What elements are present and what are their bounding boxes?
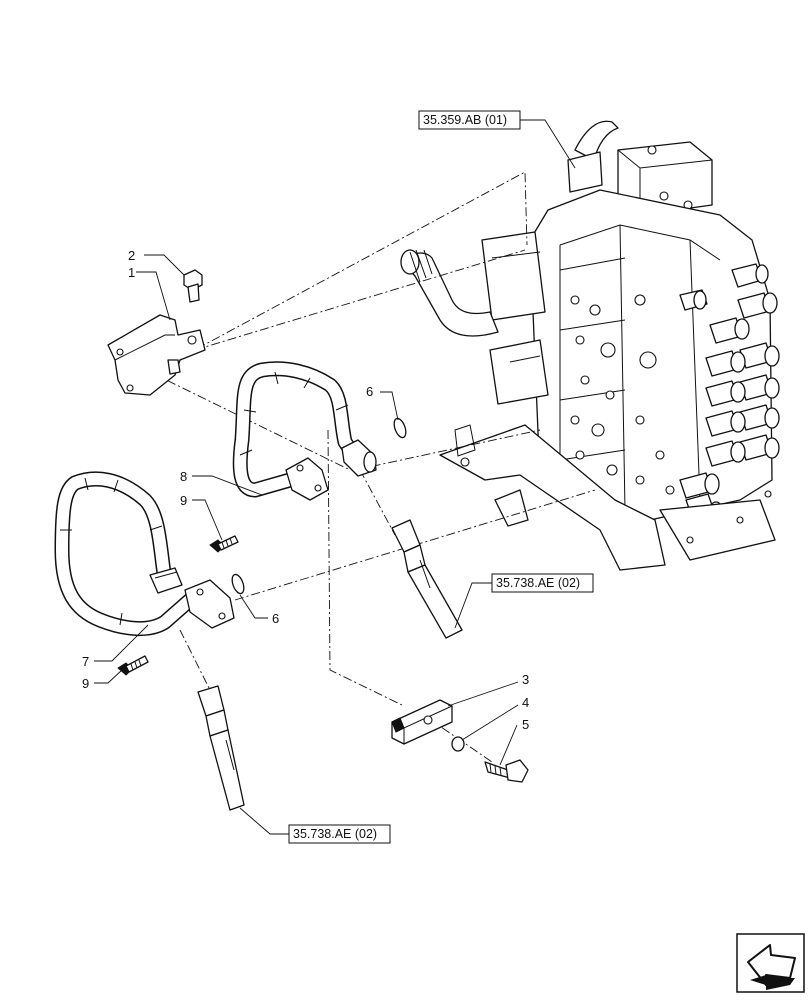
callout-1: 1 xyxy=(128,265,135,280)
callout-4: 4 xyxy=(522,695,529,710)
callout-7: 7 xyxy=(82,654,89,669)
callout-9-lower: 9 xyxy=(82,676,89,691)
pipe-part-8 xyxy=(232,361,377,501)
callout-9-upper: 9 xyxy=(180,493,187,508)
reference-label-top: 35.359.AB (01) xyxy=(423,113,507,127)
bolt-part-5 xyxy=(484,759,529,783)
valve-face-holes xyxy=(570,294,675,495)
o-ring-lower-part-6 xyxy=(231,573,245,595)
hose-end-right xyxy=(391,519,463,639)
o-ring-upper-part-6 xyxy=(393,417,407,439)
reference-box-top[interactable]: 35.359.AB (01) xyxy=(418,110,521,130)
hose-end-left xyxy=(197,685,245,811)
screw-lower-part-9 xyxy=(117,655,149,676)
callout-2: 2 xyxy=(128,248,135,263)
callout-labels: 2 1 6 8 9 6 7 9 3 4 5 xyxy=(82,248,529,732)
control-valve-assembly xyxy=(400,120,780,571)
leader-lines xyxy=(94,119,576,835)
bolt-part-2 xyxy=(183,269,203,303)
callout-5: 5 xyxy=(522,717,529,732)
reference-label-right: 35.738.AE (02) xyxy=(496,576,580,590)
clamp-part-3 xyxy=(391,699,453,745)
pipe-part-7 xyxy=(54,471,235,637)
washer-part-4 xyxy=(451,736,465,752)
callout-6-upper: 6 xyxy=(366,384,373,399)
reference-box-right[interactable]: 35.738.AE (02) xyxy=(491,573,594,593)
callout-6-lower: 6 xyxy=(272,611,279,626)
callout-8: 8 xyxy=(180,469,187,484)
next-page-arrow-icon[interactable] xyxy=(736,933,805,993)
screw-upper-part-9 xyxy=(209,535,239,553)
reference-label-bottom: 35.738.AE (02) xyxy=(293,827,377,841)
reference-box-bottom[interactable]: 35.738.AE (02) xyxy=(288,824,391,844)
callout-3: 3 xyxy=(522,672,529,687)
bracket-part-1 xyxy=(107,314,206,396)
